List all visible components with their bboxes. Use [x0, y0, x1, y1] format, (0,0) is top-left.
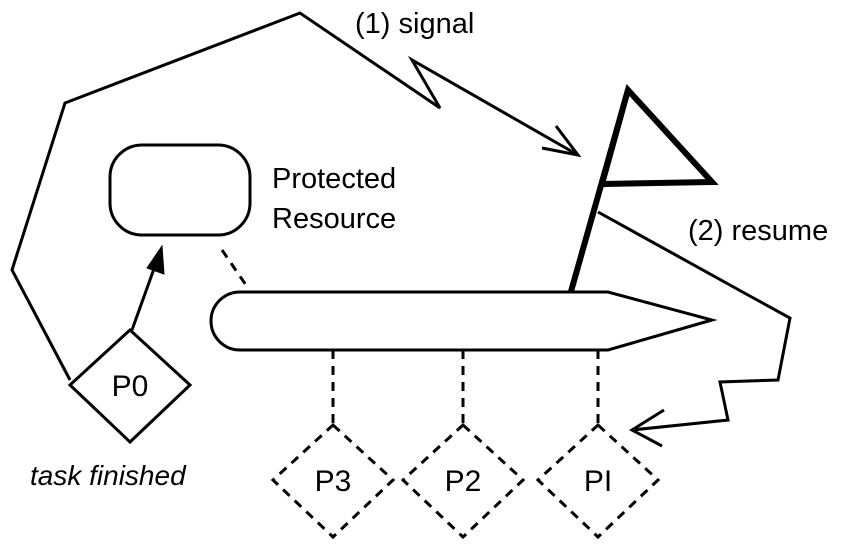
signal-arrowhead	[541, 125, 582, 158]
signal-label: (1) signal	[355, 8, 474, 40]
resume-path	[597, 210, 792, 432]
resource-label-line2: Resource	[272, 203, 396, 235]
p1-node	[535, 422, 661, 540]
p1-label: PI	[584, 465, 612, 498]
p0-node	[67, 327, 193, 445]
p3-node	[270, 422, 396, 540]
p0-label: P0	[112, 370, 149, 403]
resume-label: (2) resume	[688, 215, 828, 247]
task-finished-label: task finished	[30, 460, 187, 491]
resource-label-line1: Protected	[272, 163, 396, 195]
flag-icon	[598, 83, 719, 188]
resource-to-queue-dashed-line	[220, 249, 250, 289]
p2-label: P2	[445, 465, 482, 498]
protected-resource-box	[108, 143, 252, 237]
p0-to-resource-arrowhead	[146, 244, 165, 275]
resume-arrowhead	[629, 408, 665, 448]
p3-label: P3	[315, 465, 352, 498]
signal-path	[10, 11, 579, 381]
semaphore-queue-bar	[209, 290, 718, 352]
p2-node	[400, 422, 526, 540]
